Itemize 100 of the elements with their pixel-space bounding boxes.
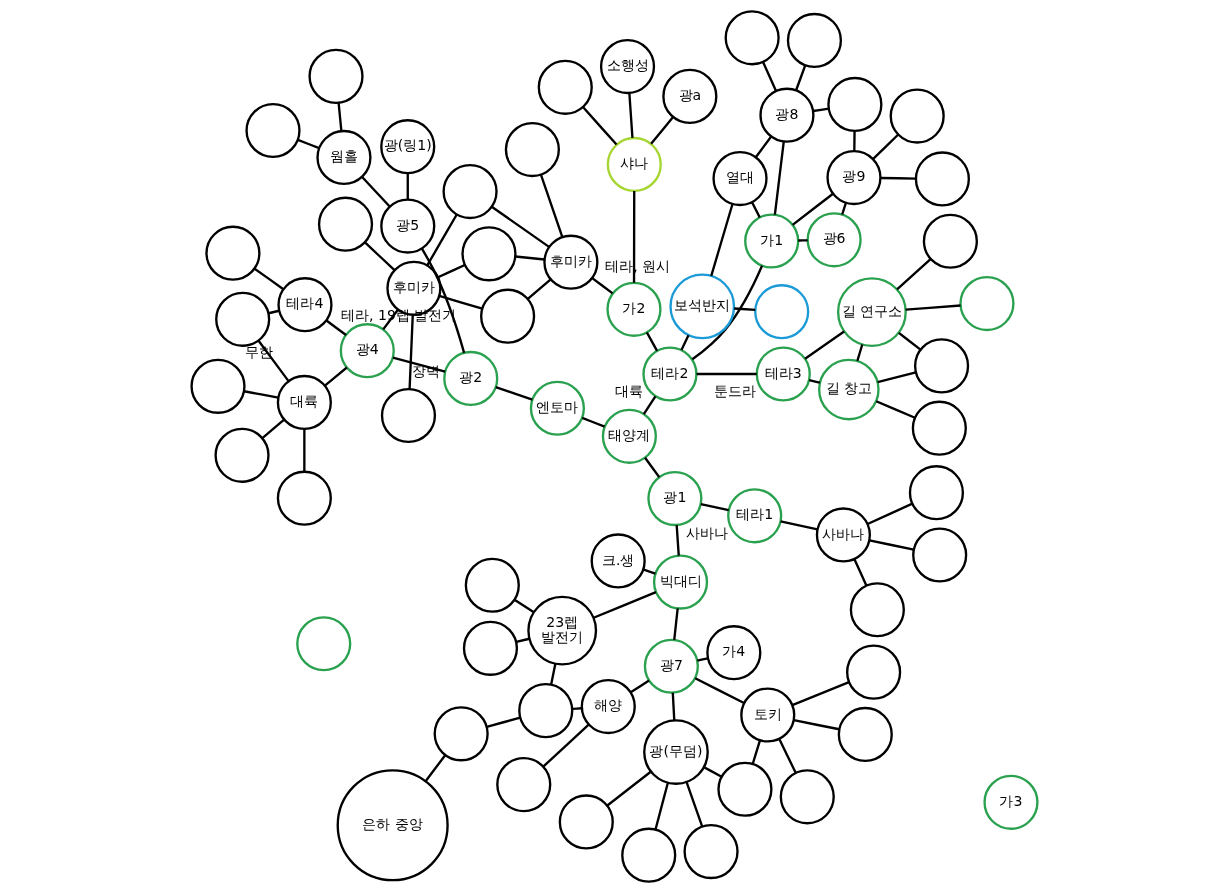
- node-circle: 가2: [606, 281, 662, 337]
- connector: [905, 303, 961, 311]
- connector: [808, 378, 821, 384]
- node-circle: 테라4: [277, 276, 333, 332]
- node-circle: 길 연구소: [836, 276, 907, 347]
- connector: [795, 64, 807, 91]
- connector: [671, 692, 676, 720]
- connector: [751, 739, 762, 764]
- node-circle: [442, 163, 498, 219]
- connector: [710, 203, 734, 276]
- connector: [691, 264, 764, 360]
- connector: [582, 105, 618, 145]
- connector: [734, 306, 756, 311]
- node-circle: [914, 150, 970, 207]
- connector: [650, 115, 674, 145]
- connector: [268, 309, 280, 314]
- node-circle: 샤나: [606, 136, 662, 192]
- connector: [297, 138, 320, 149]
- connector: [778, 737, 797, 773]
- node-circle: 대륙: [276, 374, 332, 430]
- node-circle: 태양계: [601, 408, 657, 464]
- connector: [644, 456, 661, 478]
- node-circle: [537, 59, 593, 115]
- node-label: 사바나: [685, 524, 728, 541]
- connector: [426, 213, 458, 266]
- connector: [869, 538, 914, 551]
- connector: [791, 192, 834, 226]
- node-circle: 광4: [339, 322, 395, 378]
- node-circle: 광(무덤): [643, 718, 709, 785]
- node-circle: [837, 706, 893, 762]
- connector: [793, 718, 840, 730]
- connector: [872, 133, 900, 160]
- node-circle: [462, 620, 519, 676]
- connector: [675, 524, 680, 556]
- connector: [898, 331, 922, 351]
- node-circle: 광2: [443, 350, 499, 406]
- connector: [591, 276, 614, 294]
- node-circle: 보석반지: [669, 273, 736, 339]
- connector: [853, 130, 856, 151]
- node-circle: [317, 196, 374, 252]
- node-circle: 가1: [744, 212, 800, 269]
- connector: [654, 781, 669, 830]
- node-circle: 광5: [380, 197, 436, 254]
- node-circle: [912, 526, 968, 583]
- node-circle: 광a: [662, 68, 718, 124]
- node-circle: [908, 464, 965, 520]
- node-circle: [464, 557, 520, 613]
- connector: [516, 637, 530, 643]
- node-circle: [911, 400, 967, 456]
- connector: [773, 140, 785, 215]
- node-circle: [786, 12, 843, 68]
- node-circle: [683, 823, 739, 879]
- connector: [581, 416, 606, 428]
- connector: [841, 202, 848, 215]
- connector: [645, 331, 659, 351]
- node-circle: [433, 705, 489, 761]
- connector: [867, 502, 913, 525]
- node-circle: 웜홀: [316, 129, 372, 185]
- node-circle: 광(링1): [380, 118, 436, 174]
- connector: [680, 334, 690, 350]
- node-circle: [827, 76, 883, 132]
- node-circle: 테라3: [755, 345, 811, 402]
- node-circle: [205, 225, 261, 281]
- node-circle: [922, 213, 978, 269]
- node-circle: 테라1: [727, 487, 783, 543]
- connector: [685, 781, 704, 827]
- connector: [527, 278, 552, 300]
- node-circle: [214, 427, 270, 483]
- connector: [515, 254, 545, 261]
- node-circle: [504, 121, 560, 177]
- connector: [694, 676, 745, 704]
- connector: [877, 370, 917, 383]
- node-circle: [913, 337, 970, 393]
- connector: [853, 558, 868, 586]
- connector: [628, 92, 634, 138]
- connector: [303, 428, 306, 472]
- node-circle: [245, 102, 301, 158]
- node-circle: [480, 288, 536, 344]
- connector: [642, 395, 657, 415]
- node-circle: [621, 827, 677, 883]
- connector: [361, 175, 391, 207]
- connector: [486, 716, 521, 728]
- node-circle: [518, 682, 574, 738]
- node-circle: [717, 761, 773, 817]
- connector: [606, 770, 652, 806]
- connector: [754, 135, 773, 158]
- connector: [253, 267, 285, 290]
- node-circle: 엔토마: [529, 380, 585, 436]
- connector: [491, 205, 550, 248]
- connector: [697, 656, 709, 662]
- node-circle: 크.생: [590, 532, 646, 589]
- node-circle: 사바나: [815, 506, 871, 563]
- node-label: 툰드라: [714, 382, 757, 399]
- node-circle: [380, 387, 437, 443]
- node-circle: [190, 358, 246, 414]
- node-circle: [724, 9, 780, 65]
- connector: [780, 519, 818, 530]
- node-circle: [461, 225, 517, 281]
- connector: [513, 598, 535, 613]
- node-circle: 23렙 발전기: [527, 595, 598, 666]
